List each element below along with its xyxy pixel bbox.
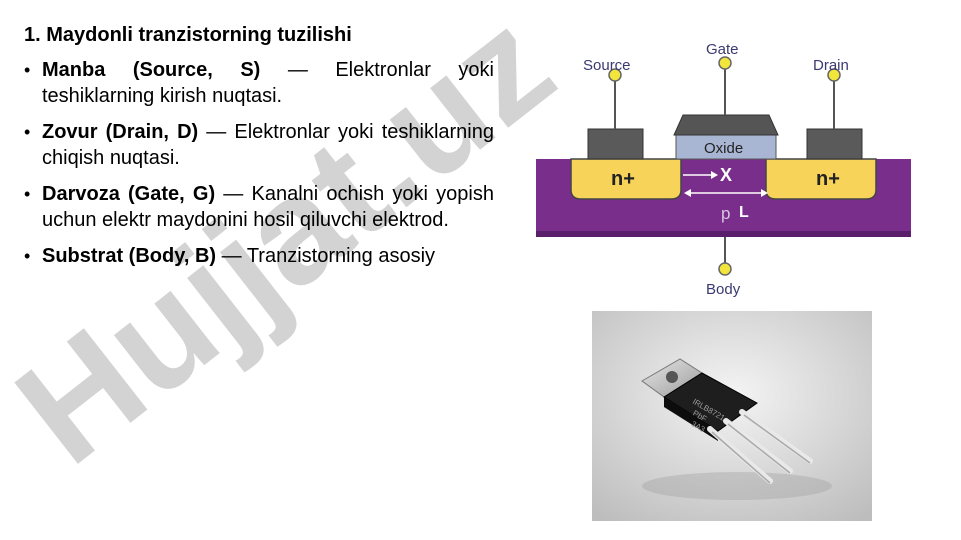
text-area: 1. Maydonli tranzistorning tuzilishi • Ma… [24,24,494,279]
term: Substrat (Body, B) [42,245,217,267]
list-item: • Darvoza (Gate, G) — Kanalni ochish yoki… [24,181,494,233]
lead-2 [723,418,793,474]
gate-terminal [718,56,732,70]
bullet-list: • Manba (Source, S) — Elektronlar yoki te… [24,57,494,269]
l-label: L [739,204,749,221]
body-label: Body [706,281,741,298]
n-left-label: n+ [611,168,635,190]
l-arrowhead-left [684,189,691,197]
list-item: • Substrat (Body, B) — Tranzistorning aso… [24,243,494,269]
term: Darvoza (Gate, G) [42,183,216,205]
list-item: • Manba (Source, S) — Elektronlar yoki te… [24,57,494,109]
gate-metal [673,114,779,136]
bullet-icon: • [24,184,31,204]
page-title: 1. Maydonli tranzistorning tuzilishi [24,24,352,46]
mounting-hole [666,371,678,383]
source-contact [587,128,644,160]
source-terminal [608,68,622,82]
l-arrowhead-right [761,189,768,197]
term: Manba (Source, S) [42,59,261,81]
description: — Elektronlar yoki teshiklarning chiqish… [42,121,494,169]
lead-3 [739,409,813,464]
n-region-right [765,158,877,200]
substrate-edge [536,231,911,237]
list-item: • Zovur (Drain, D) — Elektronlar yoki tes… [24,119,494,171]
n-region-left [570,158,682,200]
transistor-photo: IRLB8721 PbF 3A3 [592,311,872,521]
shadow [642,472,832,500]
body-terminal [718,262,732,276]
term: Zovur (Drain, D) [42,121,199,143]
oxide-layer [675,134,777,160]
gate-label: Gate [706,41,739,58]
bullet-icon: • [24,246,31,266]
package-side [664,397,718,441]
drain-contact [806,128,863,160]
x-label: X [720,165,732,185]
description: — Tranzistorning asosiy [216,245,436,267]
n-right-label: n+ [816,168,840,190]
lead-shade-1 [711,431,771,484]
oxide-label: Oxide [704,140,743,157]
lead-shade-2 [727,423,791,474]
package-body [663,372,758,432]
bullet-icon: • [24,60,31,80]
lead-1 [707,426,773,484]
drain-terminal [827,68,841,82]
lead-shade-3 [743,414,811,464]
p-label: p [721,204,730,223]
source-label: Source [583,57,631,74]
bullet-icon: • [24,122,31,142]
description: — Elektronlar yoki teshiklarning kirish … [42,59,494,107]
description: — Kanalni ochish yoki yopish uchun elekt… [42,183,494,231]
mosfet-diagram: n+ n+ Oxide X L p Source Gate Drain Body [536,41,911,298]
x-arrowhead [711,171,718,179]
drain-label: Drain [813,57,849,74]
